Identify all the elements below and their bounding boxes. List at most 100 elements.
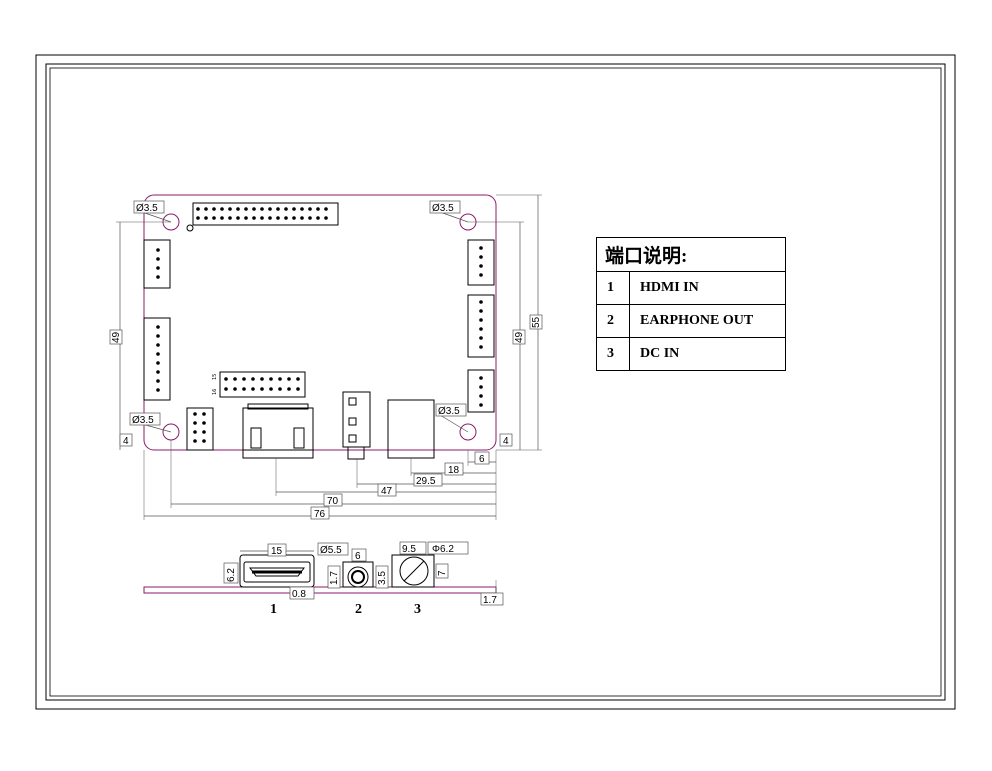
- side-dc-ring: [399, 556, 429, 586]
- svg-text:4: 4: [123, 436, 129, 447]
- pin: [202, 430, 206, 434]
- pin: [479, 318, 483, 322]
- fiducial: [186, 224, 194, 232]
- svg-text:49: 49: [111, 331, 122, 343]
- pin: [156, 275, 160, 279]
- port-label-2: 2: [355, 602, 362, 617]
- pin: [202, 412, 206, 416]
- pin: [251, 377, 255, 381]
- pin: [244, 216, 248, 220]
- top-header: [192, 202, 339, 226]
- side-dim-6: 6: [351, 548, 367, 562]
- pin: [156, 248, 160, 252]
- inner-frame-2: [49, 67, 942, 697]
- pin: [479, 300, 483, 304]
- svg-text:6: 6: [479, 454, 485, 465]
- pin: [228, 216, 232, 220]
- pin: [156, 334, 160, 338]
- pin: [193, 412, 197, 416]
- dim-hole-tr: Ø3.5: [429, 200, 461, 214]
- pin: [278, 387, 282, 391]
- svg-text:55: 55: [531, 316, 542, 328]
- hole-bottom-right: [459, 423, 477, 441]
- svg-text:49: 49: [514, 331, 525, 343]
- pin: [479, 327, 483, 331]
- hdmi-tab-right: [293, 427, 305, 449]
- pin: [260, 216, 264, 220]
- pin: [479, 246, 483, 250]
- pin: [284, 207, 288, 211]
- side-dim-6-2: 6.2: [223, 562, 239, 584]
- pin: [156, 325, 160, 329]
- mid-header: [219, 371, 306, 398]
- side-dim-3-5: 3.5: [375, 565, 389, 589]
- mid-header-pins: [224, 377, 300, 391]
- pin: [284, 216, 288, 220]
- svg-text:70: 70: [327, 496, 339, 507]
- svg-text:6.2: 6.2: [226, 568, 237, 582]
- pin: [251, 387, 255, 391]
- pin: [278, 377, 282, 381]
- small-header-pins: [193, 412, 206, 443]
- right-connector-3: [467, 369, 495, 413]
- dim-18: 18: [444, 462, 464, 476]
- right2-pins: [479, 300, 483, 349]
- right-connector-1: [467, 239, 495, 286]
- pin: [479, 385, 483, 389]
- hdmi-pins-strip: [247, 403, 309, 410]
- top-header-pins: [196, 207, 328, 220]
- dim-76: 76: [310, 506, 330, 520]
- svg-text:Φ6.2: Φ6.2: [432, 544, 454, 555]
- svg-text:Ø3.5: Ø3.5: [432, 203, 454, 214]
- svg-text:Ø3.5: Ø3.5: [438, 406, 460, 417]
- dim-29-5: 29.5: [413, 473, 443, 487]
- pin: [479, 309, 483, 313]
- svg-text:1.7: 1.7: [483, 595, 497, 606]
- pin: [156, 379, 160, 383]
- pin: [196, 207, 200, 211]
- pin: [479, 376, 483, 380]
- dc-jack-top: [387, 399, 435, 459]
- pin: [220, 216, 224, 220]
- pin: [233, 377, 237, 381]
- pin: [479, 336, 483, 340]
- pin: [212, 216, 216, 220]
- dim-47: 47: [377, 483, 397, 497]
- pin: [202, 421, 206, 425]
- svg-text:Ø3.5: Ø3.5: [136, 203, 158, 214]
- dim-hole-tl: Ø3.5: [133, 200, 165, 214]
- pin: [276, 207, 280, 211]
- pin: [269, 377, 273, 381]
- pin: [292, 216, 296, 220]
- dim-left-4: 4: [119, 433, 133, 447]
- pin: [324, 207, 328, 211]
- pin: [252, 216, 256, 220]
- right1-pins: [479, 246, 483, 277]
- side-dim-1-7: 1.7: [327, 565, 341, 589]
- pin: [479, 403, 483, 407]
- hdmi-tab-left: [250, 427, 262, 449]
- pin: [260, 387, 264, 391]
- pin: [204, 207, 208, 211]
- pin: [202, 439, 206, 443]
- left1-pins: [156, 248, 160, 279]
- conn-label-16: 16: [212, 389, 218, 395]
- dim-right-55: 55: [529, 314, 543, 330]
- left-connector-1: [143, 239, 171, 289]
- pin: [479, 273, 483, 277]
- left2-pins: [156, 325, 160, 392]
- pin: [479, 255, 483, 259]
- left-connector-2: [143, 317, 171, 401]
- pin: [193, 430, 197, 434]
- pin: [228, 207, 232, 211]
- side-dim-phi6-2: Φ6.2: [427, 541, 469, 555]
- pin: [300, 216, 304, 220]
- right3-pins: [479, 376, 483, 407]
- pin: [156, 352, 160, 356]
- pin: [156, 266, 160, 270]
- side-dc: [391, 554, 435, 588]
- dim-right-4: 4: [499, 433, 513, 447]
- pin: [268, 207, 272, 211]
